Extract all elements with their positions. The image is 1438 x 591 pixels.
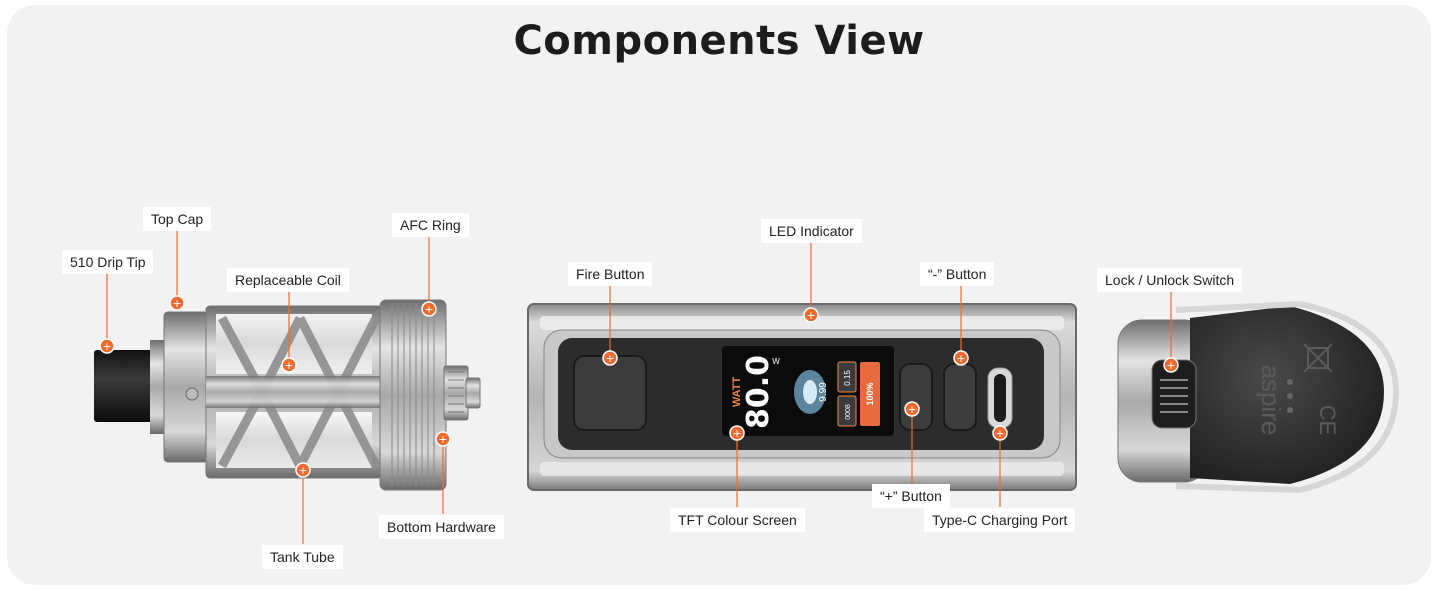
- svg-text:+: +: [424, 303, 433, 316]
- hotspot-tank-tube[interactable]: +: [295, 462, 311, 478]
- label-afc-ring: AFC Ring: [392, 213, 469, 237]
- label-fire-button: Fire Button: [568, 262, 653, 286]
- hotspot-afc-ring[interactable]: +: [421, 301, 437, 317]
- label-lock-switch: Lock / Unlock Switch: [1097, 268, 1243, 292]
- svg-text:+: +: [172, 297, 181, 310]
- ce-mark-text: CE: [1315, 405, 1340, 436]
- afc-ring-shape: [379, 299, 447, 491]
- label-tft-screen: TFT Colour Screen: [670, 508, 805, 532]
- svg-text:+: +: [605, 352, 614, 365]
- label-drip-tip: 510 Drip Tip: [62, 250, 154, 274]
- hotspot-fire-button[interactable]: +: [602, 350, 618, 366]
- rubber-back-shape: [1190, 306, 1384, 484]
- svg-text:+: +: [102, 340, 111, 353]
- svg-text:+: +: [732, 427, 741, 440]
- label-led-indicator: LED Indicator: [761, 219, 862, 243]
- leader-lines: [106, 230, 1172, 544]
- side-view-device: aspire CE: [1117, 300, 1400, 494]
- hotspot-led-indicator[interactable]: +: [803, 307, 819, 323]
- svg-text:+: +: [1166, 359, 1175, 372]
- label-plus-button: “+” Button: [872, 484, 950, 508]
- screen-unit-text: W: [772, 357, 780, 366]
- mod-device: WATT 80.0 W 9.99 0.15 0008 100%: [527, 303, 1077, 491]
- plus-button-shape: [899, 363, 933, 431]
- hotspot-type-c-port[interactable]: +: [992, 425, 1008, 441]
- hotspot-plus-button[interactable]: +: [904, 401, 920, 417]
- svg-text:+: +: [284, 359, 293, 372]
- svg-text:+: +: [956, 352, 965, 365]
- hotspot-minus-button[interactable]: +: [953, 350, 969, 366]
- hotspots: + + + + + + + + + + + + +: [99, 295, 1179, 478]
- minus-button-shape: [943, 363, 977, 431]
- svg-text:+: +: [298, 464, 307, 477]
- hotspot-lock-switch[interactable]: +: [1163, 357, 1179, 373]
- hotspot-replaceable-coil[interactable]: +: [281, 357, 297, 373]
- svg-text:+: +: [438, 433, 447, 446]
- screen-wattage-text: 80.0: [741, 355, 776, 429]
- hotspot-top-cap[interactable]: +: [169, 295, 185, 311]
- hotspot-tft-screen[interactable]: +: [729, 425, 745, 441]
- label-replaceable-coil: Replaceable Coil: [227, 268, 349, 292]
- hotspot-bottom-hardware[interactable]: +: [435, 431, 451, 447]
- screen-battery-text: 100%: [865, 382, 875, 405]
- fire-button-shape: [573, 355, 647, 431]
- svg-text:+: +: [995, 427, 1004, 440]
- label-minus-button: “-” Button: [920, 262, 995, 286]
- screen-puffs-text: 9.99: [818, 382, 829, 402]
- screen-resistance-text: 0.15: [843, 370, 852, 386]
- bin-mark-icon: [1303, 343, 1333, 373]
- label-tank-tube: Tank Tube: [262, 545, 343, 569]
- screen-mode-text: WATT: [731, 377, 743, 408]
- svg-text:+: +: [806, 309, 815, 322]
- top-cap-shape: [163, 311, 209, 463]
- label-bottom-hardware: Bottom Hardware: [379, 515, 504, 539]
- label-type-c-port: Type-C Charging Port: [924, 508, 1076, 532]
- drip-tip-shape: [94, 350, 156, 422]
- hotspot-drip-tip[interactable]: +: [99, 338, 115, 354]
- page-title: Components View: [513, 18, 925, 64]
- brand-text: aspire: [1256, 365, 1286, 436]
- svg-text:+: +: [907, 403, 916, 416]
- screen-battery-bar: [860, 362, 880, 426]
- tank-atomizer: [94, 299, 481, 491]
- label-top-cap: Top Cap: [143, 207, 212, 231]
- screen-counter-text: 0008: [845, 404, 852, 420]
